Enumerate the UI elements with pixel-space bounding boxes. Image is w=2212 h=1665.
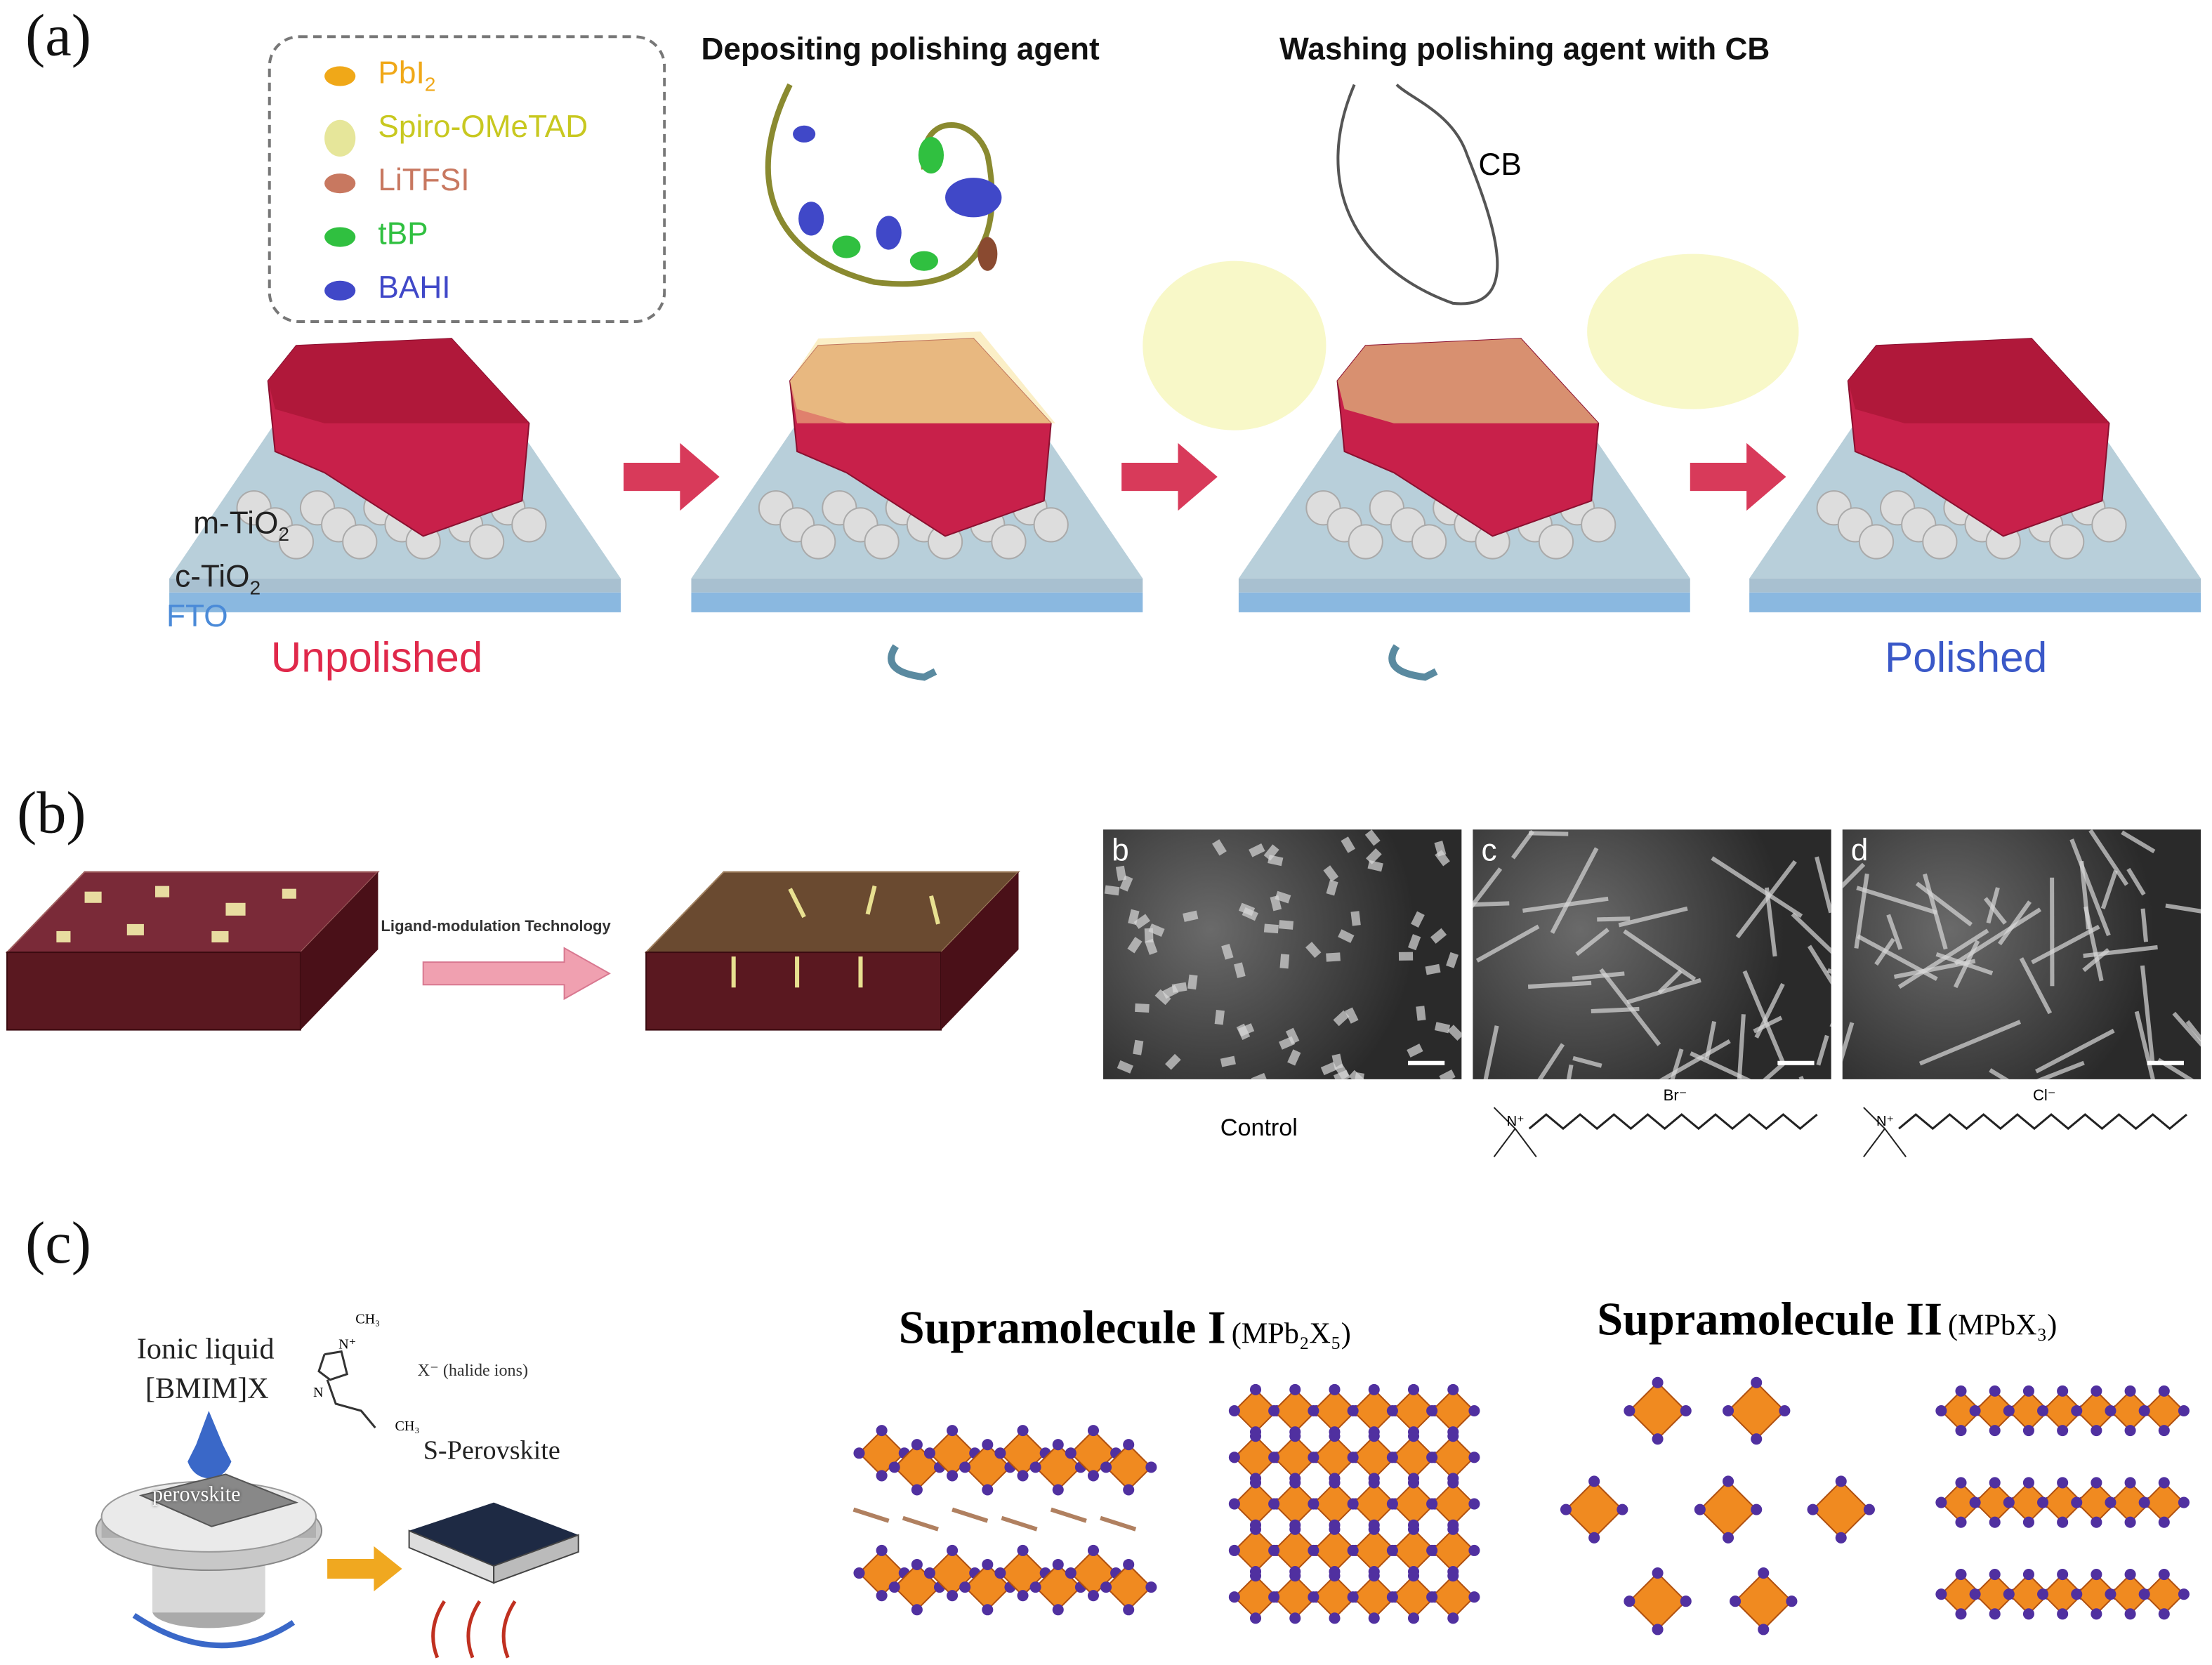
panel-c-label: (c) [25,1211,91,1278]
supramolecule-1-title: Supramolecule I (MPb₂X₅) [899,1303,1351,1355]
n-label: N [313,1386,324,1401]
halide-ion-label: Cl⁻ [2033,1086,2056,1105]
perovskite-film-label: perovskite [152,1484,241,1508]
heat-arrows-icon [433,1601,515,1657]
bmimx-label: [BMIM]X [145,1371,269,1407]
imidazolium-ring-icon [319,1352,347,1380]
s-perovskite-label: S-Perovskite [423,1436,560,1467]
halide-ions-label: X⁻ (halide ions) [418,1360,528,1381]
n-plus-label: N⁺ [338,1338,356,1353]
ligand-molecule-structure [0,0,2212,1185]
ionic-liquid-label: Ionic liquid [137,1331,275,1367]
ionic-liquid-drop-icon [187,1411,231,1478]
supramolecule-structures [825,1355,2208,1651]
ch3-top-label: CH₃ [355,1312,380,1327]
ch3-bottom-label: CH₃ [395,1419,420,1435]
butyl-chain-icon [327,1380,375,1428]
supramolecule-2-title: Supramolecule II (MPbX₃) [1597,1295,2057,1347]
process-arrow-icon [327,1546,402,1591]
n-plus-label: N⁺ [1876,1114,1894,1130]
